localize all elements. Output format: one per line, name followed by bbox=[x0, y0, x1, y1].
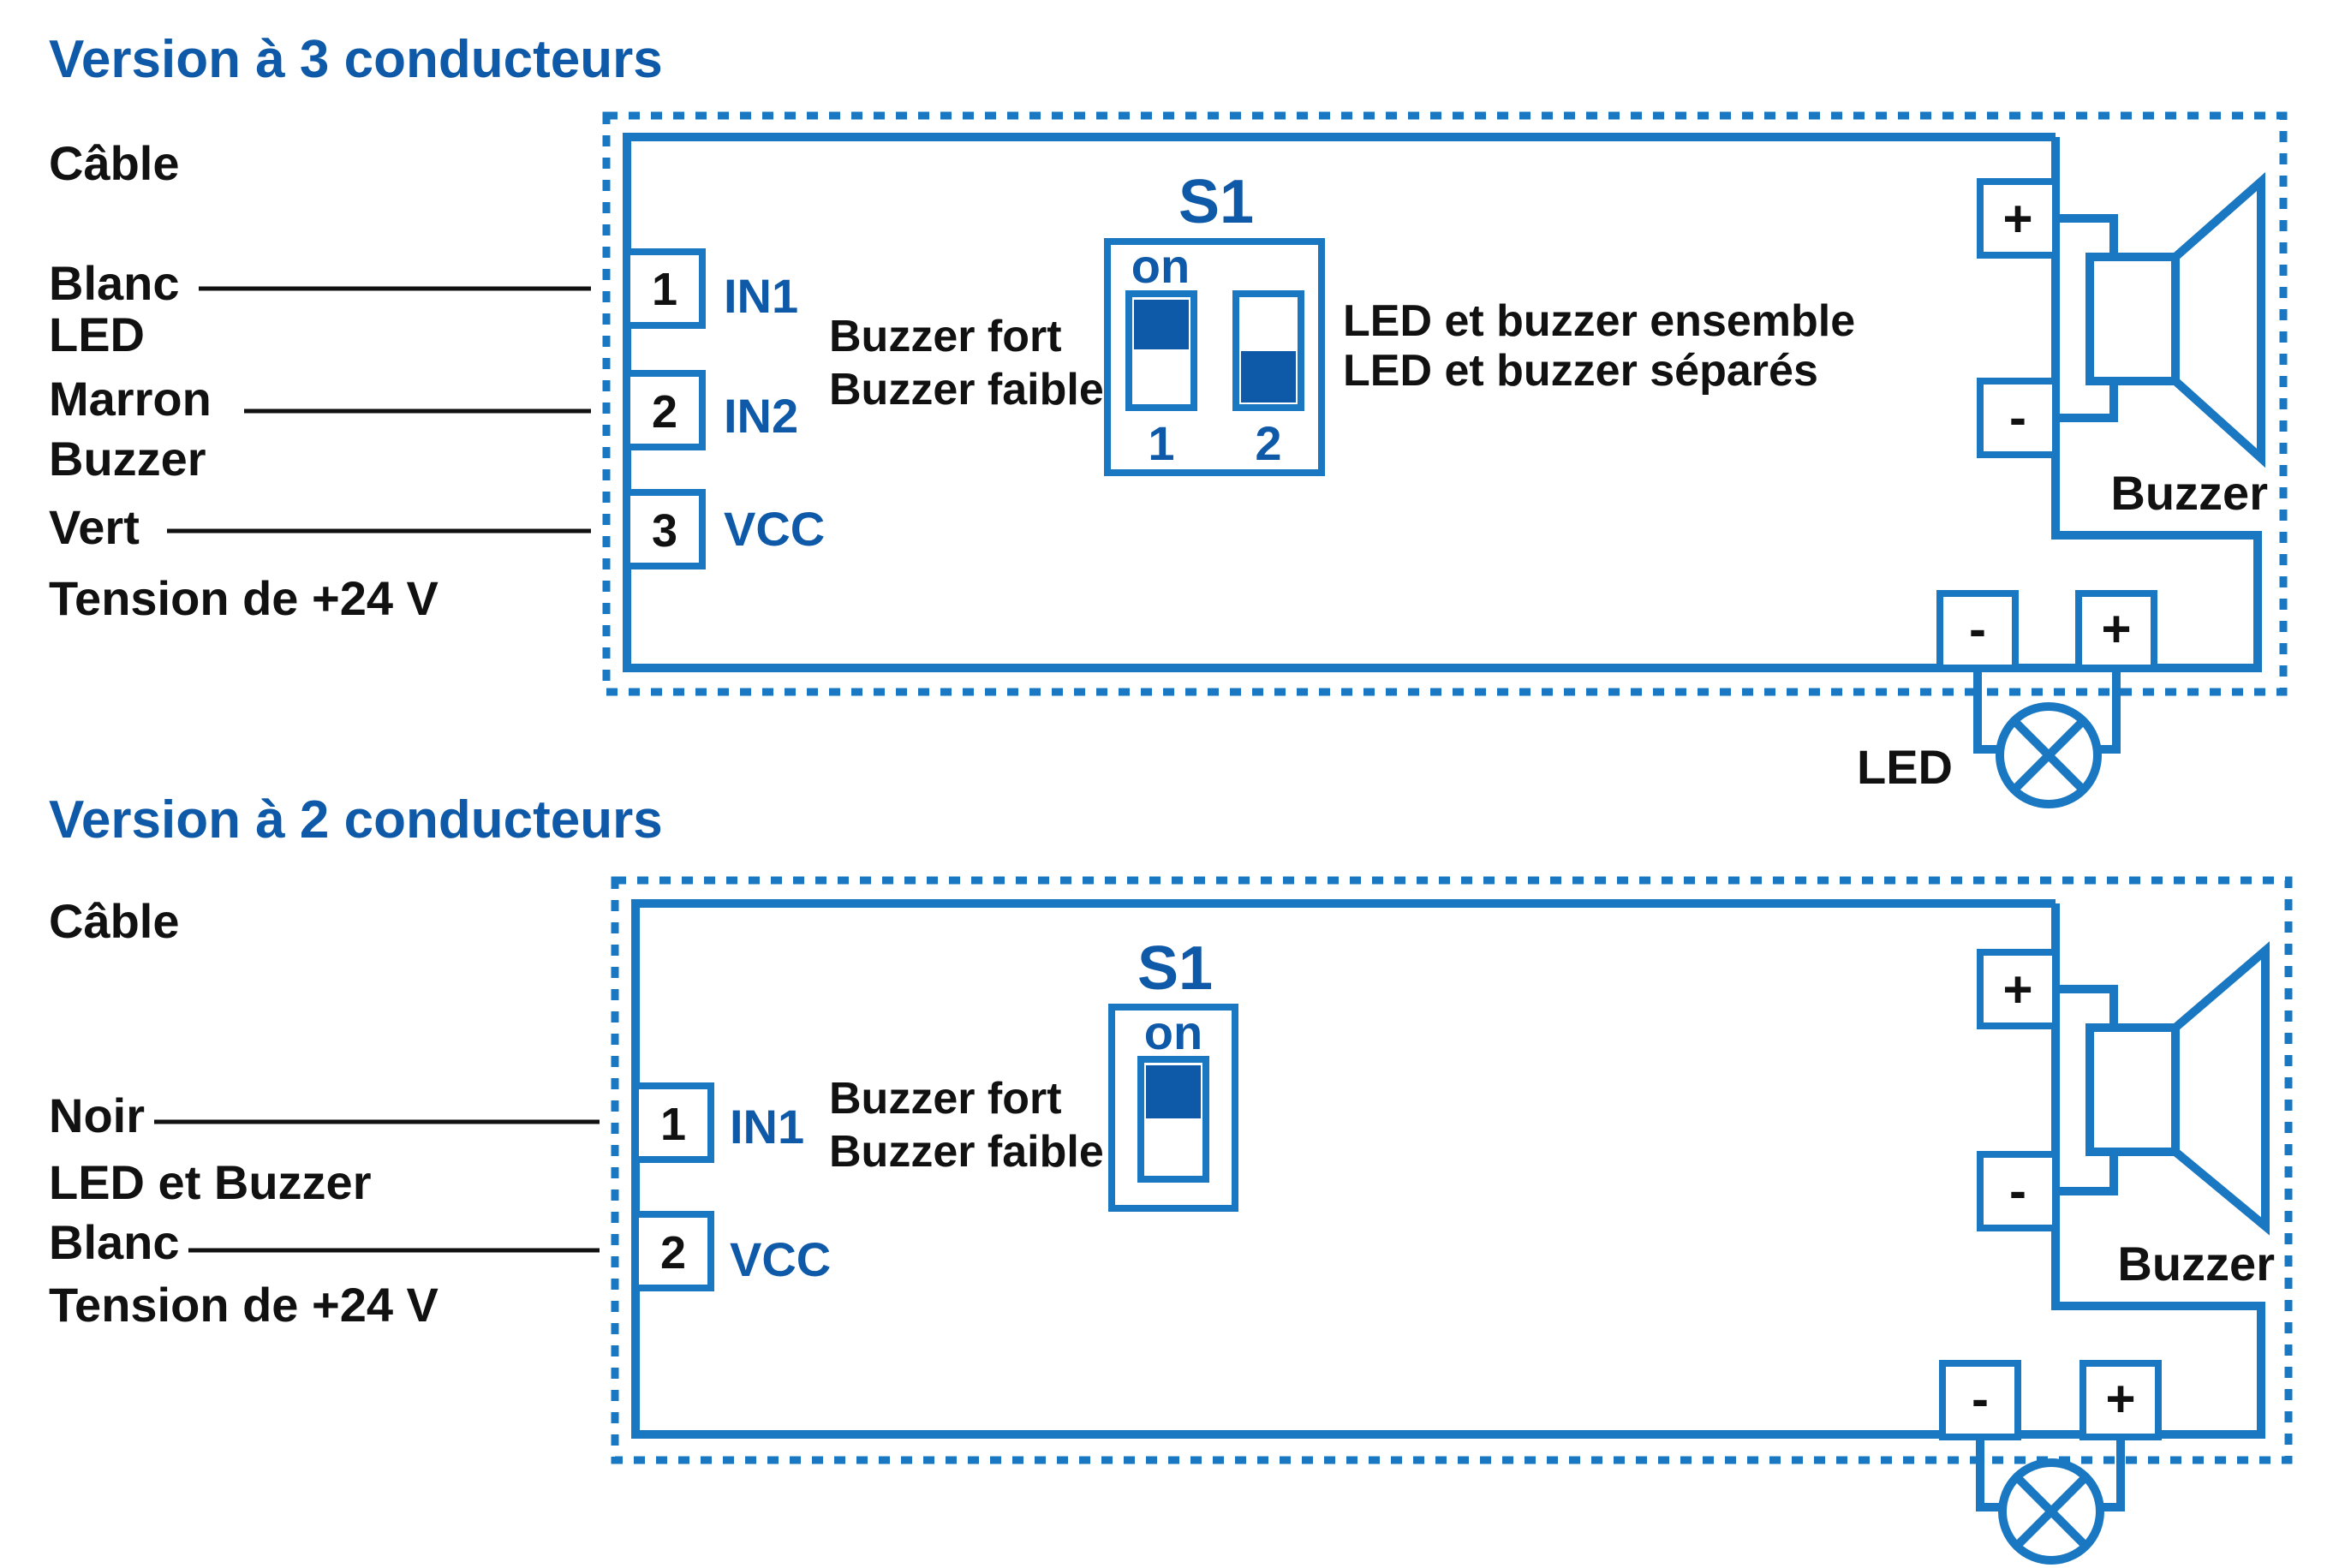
v2-vcc-label: VCC bbox=[730, 1232, 831, 1286]
v2-dip-knob-1 bbox=[1146, 1065, 1201, 1118]
v3-led-buzzer-separes: LED et buzzer séparés bbox=[1343, 346, 1818, 396]
v2-buzzer-fort: Buzzer fort bbox=[829, 1074, 1062, 1124]
version-3-section: Version à 3 conducteurs Câble Blanc LED … bbox=[49, 30, 2288, 808]
v3-vcc-label: VCC bbox=[724, 502, 825, 556]
v3-dip-knob-2 bbox=[1241, 351, 1296, 402]
v2-buzzer-plus: + bbox=[2002, 961, 2032, 1018]
v2-buzzer-wire-plus bbox=[2056, 985, 2118, 1028]
v2-led-plus: + bbox=[2105, 1370, 2135, 1428]
v2-wire1-func: LED et Buzzer bbox=[49, 1155, 372, 1209]
v2-terminal-1 bbox=[632, 1082, 714, 1163]
v2-led-minus: - bbox=[1972, 1370, 1989, 1428]
v2-housing-outline bbox=[611, 876, 2293, 1464]
v2-led-plus-terminal bbox=[2079, 1360, 2162, 1440]
v2-led-minus-terminal bbox=[1939, 1360, 2021, 1440]
v3-led-buzzer-ensemble: LED et buzzer ensemble bbox=[1343, 296, 1855, 346]
v3-led-minus: - bbox=[1969, 600, 1986, 658]
v3-pin3-label: 3 bbox=[652, 505, 677, 557]
v3-wire1-func: LED bbox=[49, 307, 145, 361]
v2-cable-label: Câble bbox=[49, 894, 180, 948]
v3-in1-label: IN1 bbox=[724, 269, 798, 323]
v2-buzzer-wire-minus bbox=[2056, 1152, 2118, 1195]
v3-led-wire-minus bbox=[1973, 668, 2000, 754]
v3-led-plus-terminal bbox=[2075, 590, 2157, 671]
v3-dip-knob-1 bbox=[1134, 300, 1189, 349]
v3-pin2-label: 2 bbox=[652, 386, 677, 438]
v3-buzzer-plus: + bbox=[2002, 190, 2032, 247]
v3-housing-outline bbox=[602, 111, 2288, 696]
v3-dip-num-2: 2 bbox=[1255, 416, 1281, 470]
v2-wire1-color: Noir bbox=[49, 1088, 145, 1142]
v3-wire2-func: Buzzer bbox=[49, 432, 206, 486]
v3-wire3-func: Tension de +24 V bbox=[49, 571, 439, 625]
v3-wire2-color: Marron bbox=[49, 372, 212, 426]
v3-pin1-label: 1 bbox=[652, 264, 677, 315]
v3-wire3-color: Vert bbox=[49, 500, 140, 554]
v2-pin2-label: 2 bbox=[660, 1227, 686, 1279]
v3-buzzer-cone-icon bbox=[2171, 171, 2265, 468]
version-2-section: Version à 2 conducteurs Câble Noir LED e… bbox=[49, 790, 2293, 1565]
v2-led-lamp-icon bbox=[1998, 1458, 2104, 1565]
v2-buzzer-body bbox=[2085, 1023, 2180, 1156]
v3-led-minus-terminal bbox=[1936, 590, 2019, 671]
v3-buzzer-minus: - bbox=[2009, 389, 2026, 446]
v3-terminal-1 bbox=[624, 248, 706, 329]
v3-led-label: LED bbox=[1857, 740, 1953, 794]
v2-pin1-label: 1 bbox=[660, 1099, 686, 1150]
v2-dip-on-label: on bbox=[1144, 1005, 1202, 1059]
v2-led-wire-plus bbox=[2100, 1437, 2125, 1511]
v2-buzzer-label: Buzzer bbox=[2117, 1237, 2275, 1291]
v3-buzzer-wire-plus bbox=[2056, 214, 2118, 257]
v3-buzzer-plus-terminal bbox=[1977, 178, 2059, 259]
v2-wire2-color: Blanc bbox=[49, 1215, 180, 1269]
v2-led-wire-minus bbox=[1976, 1437, 2002, 1511]
v3-cable-label: Câble bbox=[49, 136, 180, 190]
v3-led-wire-plus bbox=[2098, 668, 2121, 754]
v3-buzzer-faible: Buzzer faible bbox=[829, 365, 1104, 414]
v3-buzzer-body bbox=[2085, 253, 2180, 385]
v3-wire1-color: Blanc bbox=[49, 256, 180, 310]
v3-led-lamp-icon bbox=[1996, 702, 2102, 808]
v3-buzzer-label: Buzzer bbox=[2110, 466, 2268, 520]
v3-buzzer-minus-terminal bbox=[1977, 378, 2059, 458]
v3-buzzer-wire-minus bbox=[2056, 381, 2118, 422]
v3-s1-label: S1 bbox=[1178, 168, 1254, 236]
v2-circuit-frame bbox=[631, 899, 2265, 1439]
v2-buzzer-minus-terminal bbox=[1977, 1151, 2059, 1231]
v3-dip-num-1: 1 bbox=[1148, 416, 1174, 470]
v2-in1-label: IN1 bbox=[730, 1100, 804, 1154]
v2-buzzer-minus: - bbox=[2009, 1162, 2026, 1219]
v2-buzzer-cone-icon bbox=[2171, 941, 2270, 1236]
v2-terminal-2 bbox=[632, 1211, 714, 1291]
v3-buzzer-fort: Buzzer fort bbox=[829, 312, 1062, 361]
v2-s1-label: S1 bbox=[1137, 934, 1213, 1003]
v3-in2-label: IN2 bbox=[724, 389, 798, 443]
v3-terminal-3 bbox=[624, 489, 706, 569]
v2-wire2-func: Tension de +24 V bbox=[49, 1278, 439, 1332]
v3-circuit-frame bbox=[623, 133, 2262, 672]
v2-title: Version à 2 conducteurs bbox=[49, 790, 663, 850]
v3-led-plus: + bbox=[2101, 600, 2131, 658]
v3-title: Version à 3 conducteurs bbox=[49, 30, 663, 89]
v2-buzzer-plus-terminal bbox=[1977, 949, 2059, 1029]
v3-dip-on-label: on bbox=[1131, 239, 1190, 293]
v3-terminal-2 bbox=[624, 370, 706, 450]
v2-buzzer-faible: Buzzer faible bbox=[829, 1127, 1104, 1177]
